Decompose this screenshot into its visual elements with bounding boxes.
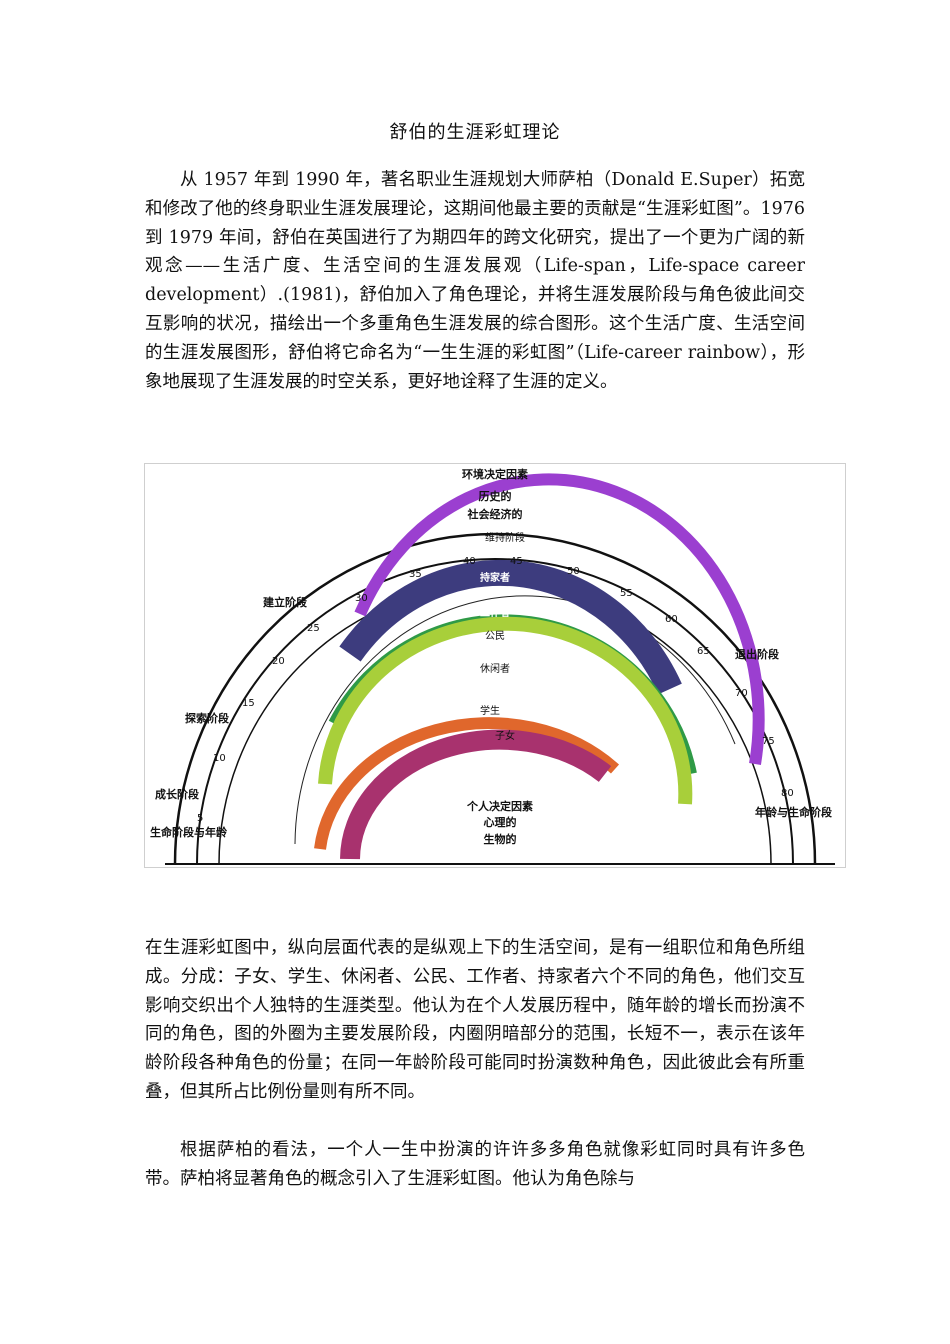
role-label-citizen: 公民 [485, 630, 505, 642]
salient-role-paragraph: 根据萨柏的看法，一个人一生中扮演的许许多多角色就像彩虹同时具有许多色带。萨柏将显… [145, 1140, 805, 1189]
env-factor-label: 环境决定因素 [462, 467, 528, 481]
age-tick-50: 50 [567, 566, 580, 577]
maintenance-stage-label: 维持阶段 [485, 531, 525, 544]
age-tick-15: 15 [242, 698, 255, 709]
homemaker-band [354, 473, 765, 765]
age-tick-35: 35 [409, 569, 422, 580]
biological-label: 生物的 [484, 832, 517, 846]
age-life-stage-right-label: 年龄与生命阶段 [755, 805, 832, 819]
age-tick-40: 40 [463, 556, 476, 567]
child-band [340, 729, 612, 860]
rainbow-explanation-paragraph: 在生涯彩虹图中，纵向层面代表的是纵观上下的生活空间，是有一组职位和角色所组成。分… [145, 938, 805, 1102]
role-label-student: 学生 [480, 704, 500, 717]
role-label-child: 子女 [495, 729, 515, 742]
age-tick-60: 60 [665, 614, 678, 625]
age-tick-30: 30 [355, 593, 368, 604]
establishment-stage-label: 建立阶段 [263, 595, 307, 609]
socioeconomic-label: 社会经济的 [467, 507, 523, 521]
age-tick-65: 65 [697, 646, 710, 657]
intro-paragraph: 从 1957 年到 1990 年，著名职业生涯规划大师萨柏（Donald E.S… [145, 170, 805, 392]
age-tick-45: 45 [510, 556, 523, 567]
page-title: 舒伯的生涯彩虹理论 [389, 122, 561, 143]
age-tick-5: 5 [197, 813, 203, 824]
age-tick-55: 55 [620, 588, 633, 599]
age-tick-20: 20 [272, 656, 285, 667]
age-tick-75: 75 [762, 736, 775, 747]
life-career-rainbow-figure: 环境决定因素 历史的 社会经济的 维持阶段 建立阶段 探索阶段 成长阶段 生命阶… [144, 463, 846, 868]
role-label-homemaker: 持家者 [480, 571, 510, 584]
age-tick-80: 80 [781, 788, 794, 799]
age-tick-25: 25 [307, 623, 320, 634]
student-band [314, 717, 620, 850]
age-tick-70: 70 [735, 688, 748, 699]
exploration-stage-label: 探索阶段 [185, 711, 229, 725]
psychological-label: 心理的 [484, 815, 517, 829]
worker-band [339, 559, 682, 695]
historical-label: 历史的 [479, 489, 512, 503]
life-stage-age-left-label: 生命阶段与年龄 [150, 825, 228, 839]
leisure-band [318, 616, 693, 805]
role-label-leisure: 休闲者 [480, 662, 510, 675]
age-tick-10: 10 [213, 753, 226, 764]
outer-arc-1 [173, 532, 817, 865]
decline-stage-label: 退出阶段 [735, 647, 779, 661]
homemaker-boundary [294, 595, 736, 845]
personal-factor-label: 个人决定因素 [466, 799, 533, 813]
growth-stage-label: 成长阶段 [155, 787, 199, 801]
role-label-worker: 工作者 [480, 606, 510, 619]
